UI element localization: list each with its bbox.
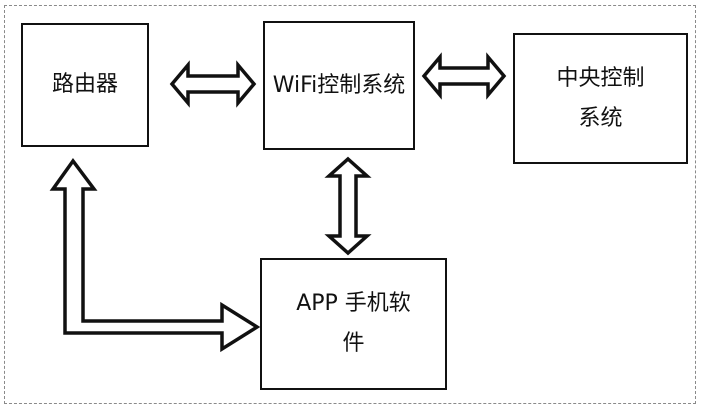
arrow-router-wifi [169,60,257,108]
arrow-wifi-app [324,156,372,256]
router-label: 路由器 [51,72,118,97]
central-control-node: 中央控制系统 [513,33,688,164]
arrow-wifi-central [421,52,507,100]
app-label: APP 手机软件 [296,291,411,356]
central-control-label: 中央控制系统 [556,65,645,131]
wifi-control-label: WiFi控制系统 [272,72,406,98]
wifi-control-node: WiFi控制系统 [263,21,415,150]
app-node: APP 手机软件 [260,258,447,390]
diagram-frame [4,5,696,404]
arrow-router-app [49,158,261,353]
router-node: 路由器 [21,23,149,147]
